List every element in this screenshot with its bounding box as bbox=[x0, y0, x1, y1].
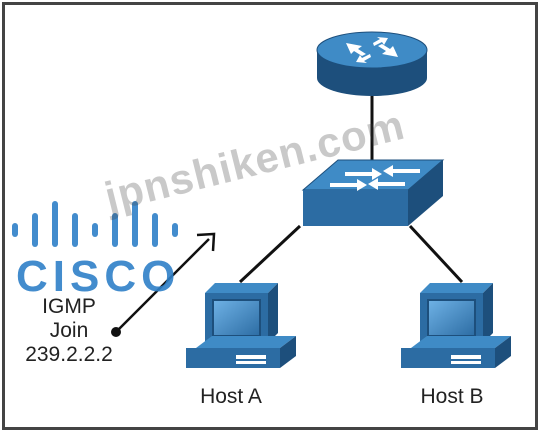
host-a-label: Host A bbox=[200, 385, 262, 408]
cisco-logo-watermark: CISCO bbox=[12, 201, 180, 301]
cisco-logo-text: CISCO bbox=[16, 252, 180, 301]
router-icon[interactable] bbox=[316, 31, 428, 96]
link-switch-host-a bbox=[238, 224, 302, 284]
link-switch-host-b bbox=[408, 224, 464, 284]
igmp-label-line1: IGMP bbox=[42, 295, 96, 318]
igmp-join-arrow bbox=[111, 232, 216, 337]
computer-icon[interactable] bbox=[186, 283, 296, 368]
computer-icon[interactable] bbox=[401, 283, 511, 368]
host-b-label: Host B bbox=[420, 385, 484, 408]
igmp-label-line3: 239.2.2.2 bbox=[25, 343, 113, 366]
switch-icon[interactable] bbox=[301, 159, 445, 226]
igmp-join-label: IGMP Join 239.2.2.2 bbox=[14, 295, 124, 367]
igmp-label-line2: Join bbox=[49, 319, 89, 342]
links bbox=[238, 96, 464, 284]
